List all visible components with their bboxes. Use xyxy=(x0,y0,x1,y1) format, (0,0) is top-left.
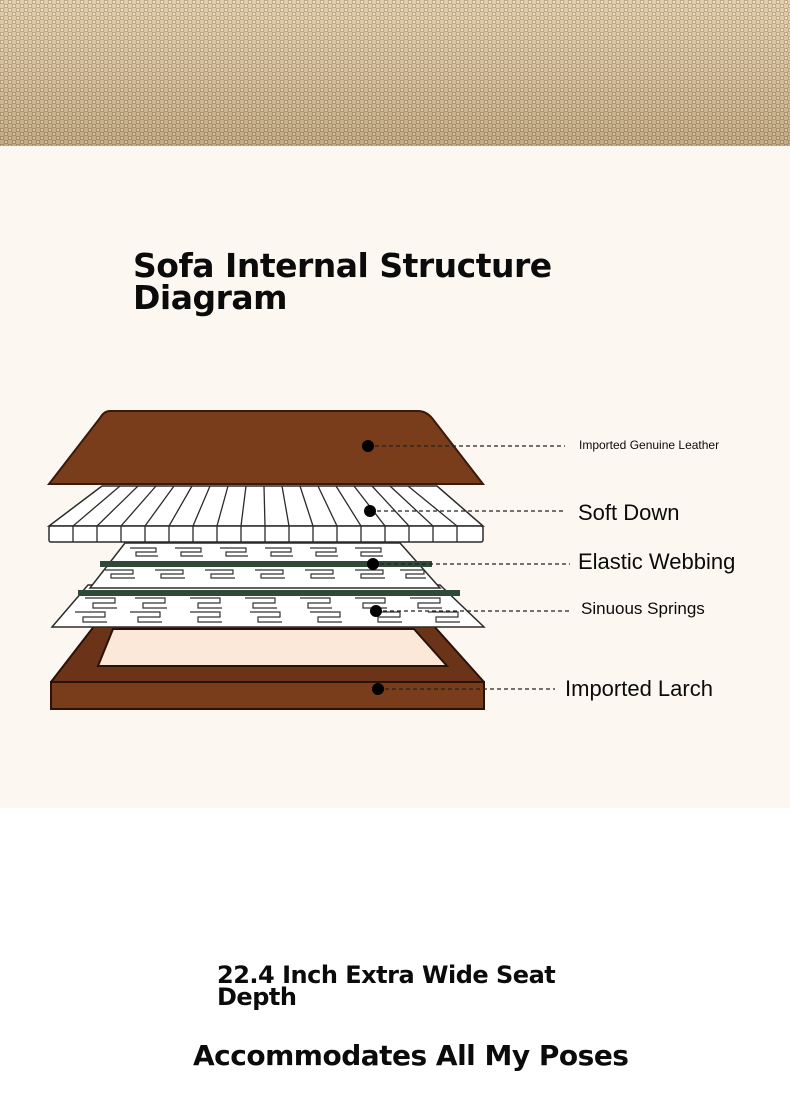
larch-frame-layer xyxy=(50,624,485,710)
webbing-dot xyxy=(367,558,379,570)
seat-depth-heading: 22.4 Inch Extra Wide Seat Depth xyxy=(217,961,556,1011)
leather-layer xyxy=(46,410,486,485)
soft-down-layer xyxy=(46,485,486,543)
larch-dot xyxy=(372,683,384,695)
down-dot xyxy=(364,505,376,517)
label-sinuous-springs: Sinuous Springs xyxy=(581,599,705,618)
leather-dot xyxy=(362,440,374,452)
label-elastic-webbing: Elastic Webbing xyxy=(578,549,736,574)
fabric-texture-image xyxy=(0,0,790,146)
label-soft-down: Soft Down xyxy=(578,500,680,525)
tagline-heading: Accommodates All My Poses xyxy=(193,1039,629,1072)
diagram-title: Sofa Internal Structure Diagram xyxy=(133,246,552,317)
springs-dot xyxy=(370,605,382,617)
sofa-structure-illustration xyxy=(46,410,570,710)
elastic-webbing-layer xyxy=(88,542,442,589)
label-imported-larch: Imported Larch xyxy=(565,676,713,701)
sinuous-springs-layer xyxy=(50,584,486,628)
label-imported-genuine-leather: Imported Genuine Leather xyxy=(579,438,720,452)
